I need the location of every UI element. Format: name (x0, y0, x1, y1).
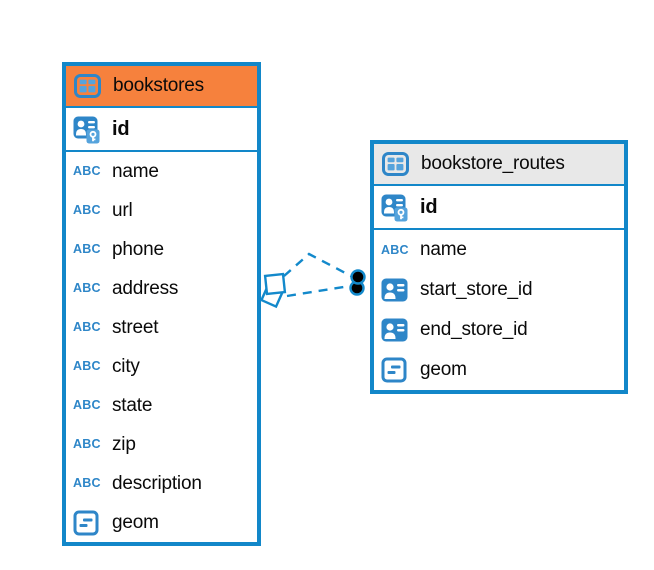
column-row-geom[interactable]: geom (374, 350, 624, 390)
primary-key-icon (73, 113, 103, 145)
column-row-geom[interactable]: geom (66, 503, 257, 542)
column-row-name[interactable]: ABC name (66, 152, 257, 191)
text-icon: ABC (73, 477, 103, 490)
column-name: state (112, 394, 153, 416)
relationship-line-upper[interactable] (283, 252, 352, 278)
column-row-city[interactable]: ABC city (66, 347, 257, 386)
column-name: name (420, 239, 467, 260)
primary-key-section: id (66, 108, 257, 152)
column-row-state[interactable]: ABC state (66, 386, 257, 425)
text-icon: ABC (73, 360, 103, 373)
text-type-label: ABC (73, 242, 101, 257)
text-type-label: ABC (73, 320, 101, 335)
text-type-label: ABC (73, 164, 101, 179)
column-name: start_store_id (420, 279, 533, 300)
column-row-start-store-id[interactable]: start_store_id (374, 270, 624, 310)
text-icon: ABC (73, 204, 103, 217)
primary-key-section: id (374, 186, 624, 230)
table-header[interactable]: bookstore_routes (374, 144, 624, 186)
column-row-address[interactable]: ABC address (66, 269, 257, 308)
column-name: address (112, 277, 179, 299)
text-icon: ABC (73, 282, 103, 295)
text-type-label: ABC (73, 398, 101, 413)
one-end-marker (349, 269, 366, 296)
table-bookstore-routes[interactable]: bookstore_routes id ABC name start_store_… (370, 140, 628, 394)
column-row-end-store-id[interactable]: end_store_id (374, 310, 624, 350)
table-icon (382, 152, 412, 176)
text-type-label: ABC (73, 359, 101, 374)
primary-key-icon (381, 191, 411, 223)
text-icon: ABC (73, 399, 103, 412)
text-icon: ABC (73, 165, 103, 178)
column-name: phone (112, 238, 164, 260)
column-row-id[interactable]: id (374, 186, 624, 228)
text-icon: ABC (381, 244, 411, 257)
geometry-icon (381, 357, 411, 383)
column-name: id (112, 117, 130, 140)
column-row-phone[interactable]: ABC phone (66, 230, 257, 269)
column-row-id[interactable]: id (66, 108, 257, 150)
column-name: city (112, 355, 140, 377)
table-title: bookstore_routes (421, 153, 565, 174)
column-name: geom (420, 359, 467, 380)
many-end-marker (259, 272, 287, 309)
column-row-description[interactable]: ABC description (66, 464, 257, 503)
column-name: end_store_id (420, 319, 528, 340)
column-name: url (112, 199, 133, 221)
foreign-key-icon (381, 278, 411, 302)
table-icon (74, 74, 104, 98)
column-name: street (112, 316, 159, 338)
columns-section: ABC name start_store_id end_store_id geom (374, 230, 624, 390)
text-icon: ABC (73, 438, 103, 451)
column-name: name (112, 160, 159, 182)
column-row-zip[interactable]: ABC zip (66, 425, 257, 464)
text-icon: ABC (73, 321, 103, 334)
foreign-key-icon (381, 318, 411, 342)
table-title: bookstores (113, 75, 204, 96)
text-type-label: ABC (73, 476, 101, 491)
table-header[interactable]: bookstores (66, 66, 257, 108)
text-type-label: ABC (73, 281, 101, 296)
column-row-name[interactable]: ABC name (374, 230, 624, 270)
column-row-url[interactable]: ABC url (66, 191, 257, 230)
column-name: geom (112, 511, 159, 533)
text-type-label: ABC (73, 437, 101, 452)
column-name: zip (112, 433, 136, 455)
text-icon: ABC (73, 243, 103, 256)
column-row-street[interactable]: ABC street (66, 308, 257, 347)
column-name: description (112, 472, 202, 494)
column-name: id (420, 195, 438, 218)
relationship-line-lower[interactable] (286, 284, 351, 298)
geometry-icon (73, 510, 103, 536)
text-type-label: ABC (381, 242, 409, 257)
text-type-label: ABC (73, 203, 101, 218)
